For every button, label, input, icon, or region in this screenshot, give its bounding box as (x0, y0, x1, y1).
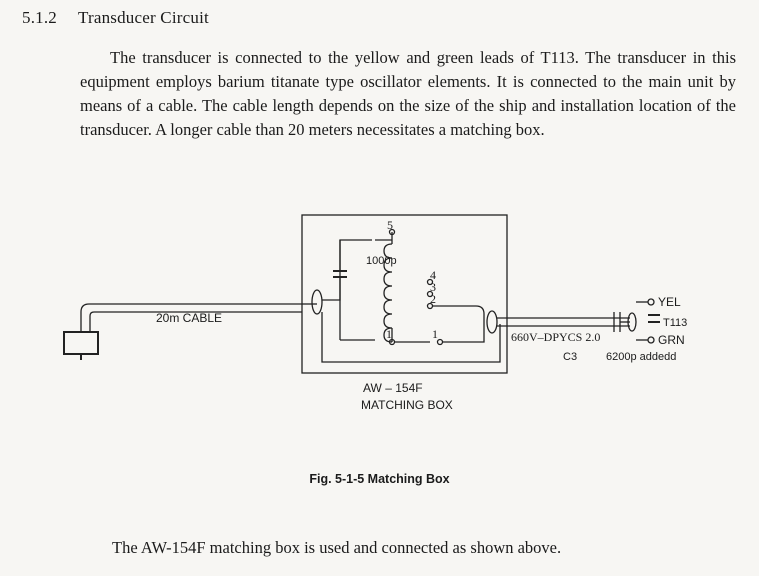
footer-paragraph: The AW-154F matching box is used and con… (112, 538, 562, 557)
tap-label-5: 5 (387, 218, 393, 232)
transformer-label: T113 (663, 317, 687, 329)
lead-yel (647, 298, 655, 306)
cable-shield-left (311, 289, 323, 315)
lead-yel-label: YEL (658, 295, 681, 309)
lead-grn (647, 336, 655, 344)
tap-label-1b: 1 (432, 327, 438, 341)
matching-box-outline (301, 214, 508, 374)
figure-caption: Fig. 5-1-5 Matching Box (309, 472, 450, 486)
box-name: AW – 154F (363, 381, 423, 395)
transformer-coil (383, 243, 393, 343)
cable-label: 20m CABLE (156, 311, 222, 325)
tap-label-3: 3 (430, 280, 436, 294)
cable-line (80, 303, 302, 332)
section-title: Transducer Circuit (78, 8, 209, 27)
section-number: 5.1.2 (22, 8, 57, 27)
box-label: MATCHING BOX (361, 398, 453, 412)
c3-label: C3 (563, 351, 577, 363)
paragraph-text: The transducer is connected to the yello… (80, 48, 736, 139)
dpycs-label: 660V–DPYCS 2.0 (511, 330, 600, 344)
capacitor-label: 1000p (366, 255, 397, 267)
tap-label-2: 2 (430, 292, 436, 306)
tap-label-4: 4 (430, 268, 436, 282)
c3-value-label: 6200p addedd (606, 351, 676, 363)
tap-5 (388, 228, 396, 236)
tap-label-1a: 1 (386, 327, 392, 341)
transducer-icon (63, 331, 99, 355)
section-heading: 5.1.2 Transducer Circuit (22, 8, 209, 28)
body-paragraph: The transducer is connected to the yello… (80, 46, 736, 142)
cable-shield-right (486, 310, 498, 334)
lead-grn-label: GRN (658, 333, 685, 347)
